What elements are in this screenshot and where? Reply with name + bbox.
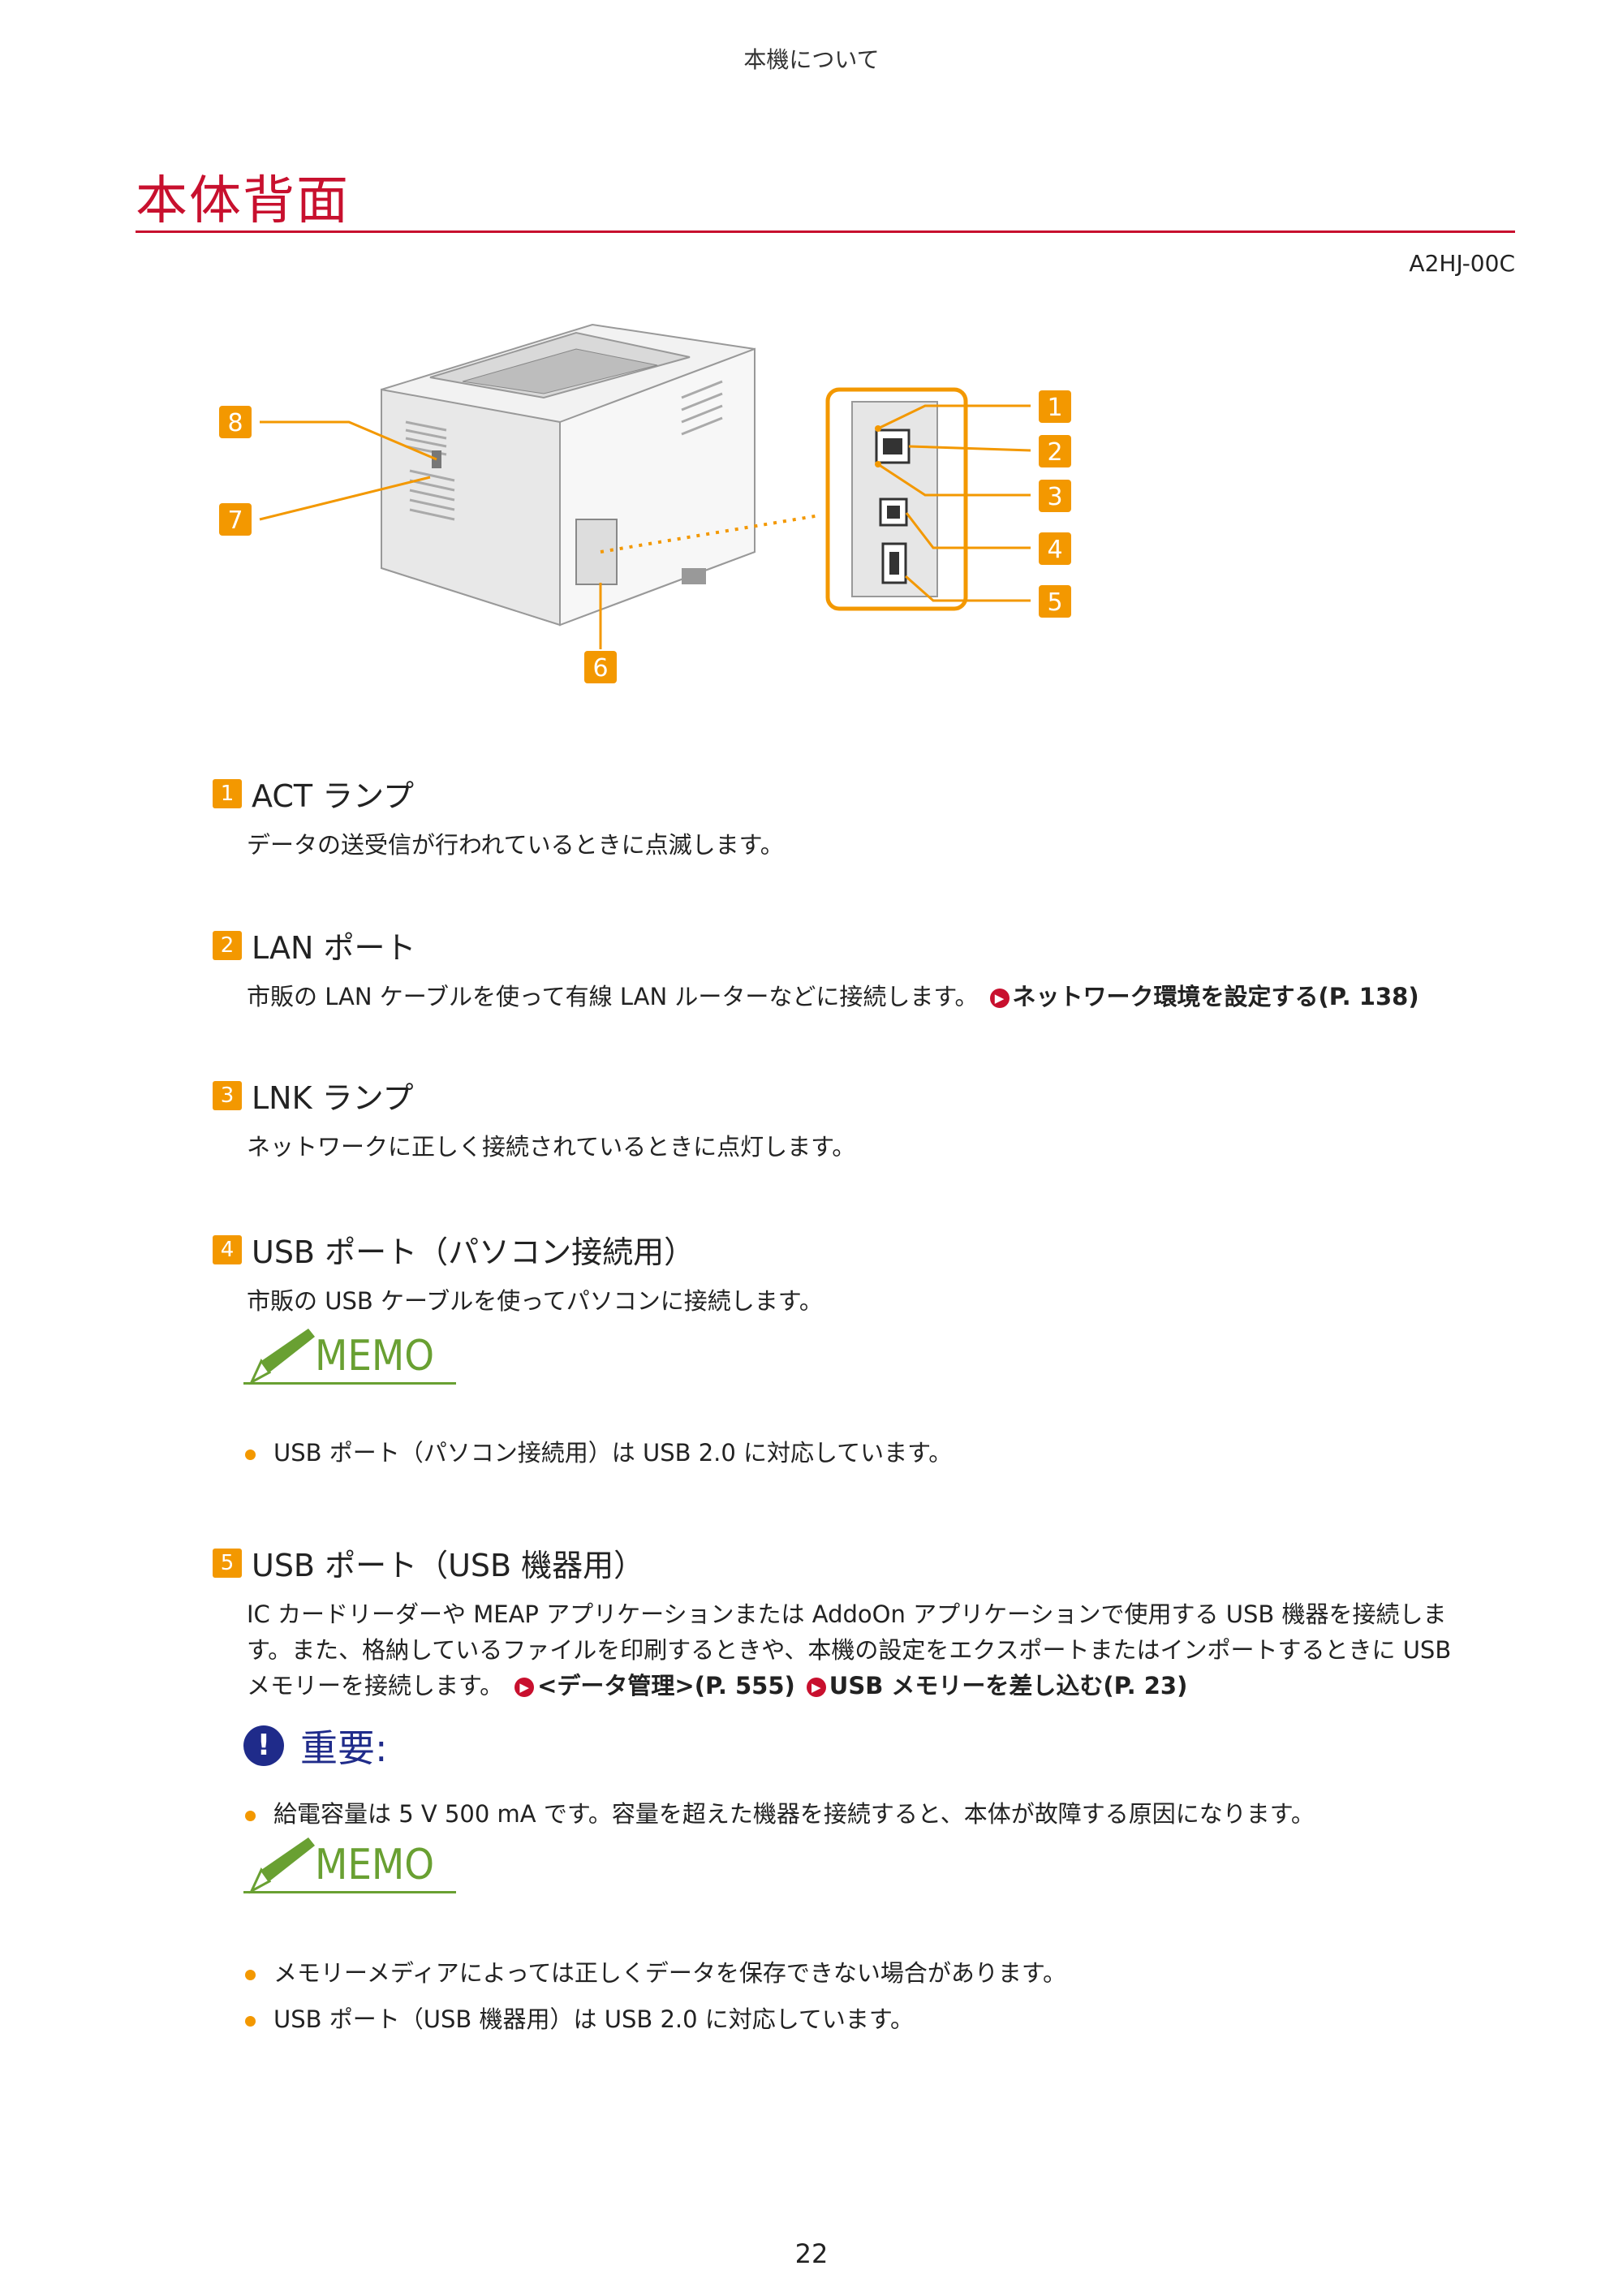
memo-box-2: MEMO bbox=[243, 1836, 487, 1901]
section-usb-pc: 4 USB ポート（パソコン接続用） 市販の USB ケーブルを使ってパソコンに接… bbox=[213, 1227, 1527, 1319]
memo-box-1: MEMO bbox=[243, 1327, 487, 1392]
callout-3-label: 3 bbox=[1047, 483, 1062, 511]
pencil-icon bbox=[248, 1329, 315, 1385]
callout-1 bbox=[1039, 390, 1071, 423]
network-setup-link[interactable]: ネットワーク環境を設定する(P. 138) bbox=[1012, 983, 1419, 1010]
memo-label: MEMO bbox=[315, 1332, 435, 1381]
callout-3 bbox=[1039, 480, 1071, 512]
body-line-2: す。また、格納しているファイルを印刷するときや、本機の設定をエクスポートまたはイ… bbox=[247, 1636, 1452, 1664]
heading-text: LAN ポート bbox=[252, 930, 416, 966]
callout-6-label: 6 bbox=[592, 654, 608, 683]
link-arrow-icon: ▶ bbox=[989, 989, 1010, 1008]
pencil-icon bbox=[248, 1837, 315, 1894]
memo-2-text-1: メモリーメディアによっては正しくデータを保存できない場合があります。 bbox=[273, 1959, 1067, 1987]
heading-text: USB ポート（USB 機器用） bbox=[252, 1548, 645, 1583]
memo-2-text-2: USB ポート（USB 機器用）は USB 2.0 に対応しています。 bbox=[273, 2005, 915, 2033]
body-line-3: メモリーを接続します。 bbox=[247, 1672, 504, 1699]
doc-code: A2HJ-00C bbox=[1409, 250, 1515, 277]
callout-5 bbox=[1039, 585, 1071, 618]
heading-text: USB ポート（パソコン接続用） bbox=[252, 1234, 695, 1270]
port-detail-frame bbox=[825, 387, 968, 611]
printer-illustration bbox=[381, 323, 756, 627]
callout-2 bbox=[1039, 435, 1071, 467]
section-body: ネットワークに正しく接続されているときに点灯します。 bbox=[247, 1133, 856, 1161]
section-heading: 5 USB ポート（USB 機器用） bbox=[213, 1540, 1527, 1585]
bullet-dot bbox=[245, 1810, 256, 1821]
section-usb-device: 5 USB ポート（USB 機器用） IC カードリーダーや MEAP アプリケー… bbox=[213, 1540, 1527, 1704]
link-arrow-icon: ▶ bbox=[806, 1678, 826, 1697]
section-body: IC カードリーダーや MEAP アプリケーションまたは AddoOn アプリケ… bbox=[247, 1596, 1527, 1704]
memo-1-text: USB ポート（パソコン接続用）は USB 2.0 に対応しています。 bbox=[273, 1439, 953, 1467]
callout-7 bbox=[219, 503, 252, 536]
body-line-1: IC カードリーダーや MEAP アプリケーションまたは AddoOn アプリケ… bbox=[247, 1600, 1447, 1628]
callout-7-label: 7 bbox=[227, 506, 243, 535]
section-heading: 2 LAN ポート bbox=[213, 923, 1527, 967]
callout-5-label: 5 bbox=[1047, 588, 1062, 617]
callout-4 bbox=[1039, 532, 1071, 565]
page-number: 22 bbox=[794, 2238, 829, 2269]
section-body: 市販の USB ケーブルを使ってパソコンに接続します。 bbox=[247, 1287, 823, 1315]
bullet-dot bbox=[245, 1449, 256, 1460]
usb-memory-link[interactable]: USB メモリーを差し込む(P. 23) bbox=[829, 1672, 1188, 1699]
bullet-dot bbox=[245, 2015, 256, 2027]
memo-underline bbox=[243, 1891, 456, 1893]
callout-1-label: 1 bbox=[1047, 394, 1062, 422]
page-title: 本体背面 bbox=[136, 171, 350, 231]
title-rule bbox=[136, 230, 1515, 233]
memo-label: MEMO bbox=[315, 1841, 435, 1889]
section-heading: 1 ACT ランプ bbox=[213, 771, 1527, 816]
memo-2-item-2: USB ポート（USB 機器用）は USB 2.0 に対応しています。 bbox=[245, 2001, 914, 2035]
body-text: 市販の LAN ケーブルを使って有線 LAN ルーターなどに接続します。 bbox=[247, 983, 979, 1010]
bullet-dot bbox=[245, 1969, 256, 1980]
section-heading: 4 USB ポート（パソコン接続用） bbox=[213, 1227, 1527, 1272]
callout-8 bbox=[219, 406, 252, 438]
memo-underline bbox=[243, 1382, 456, 1385]
callout-4-label: 4 bbox=[1047, 536, 1062, 564]
number-badge: 2 bbox=[213, 930, 242, 960]
data-management-link[interactable]: <データ管理>(P. 555) bbox=[537, 1672, 795, 1699]
section-lan-port: 2 LAN ポート 市販の LAN ケーブルを使って有線 LAN ルーターなどに接… bbox=[213, 923, 1527, 1014]
section-body: データの送受信が行われているときに点滅します。 bbox=[247, 831, 784, 859]
section-heading: 3 LNK ランプ bbox=[213, 1073, 1527, 1118]
exclamation-icon: ! bbox=[243, 1725, 284, 1766]
link-arrow-icon: ▶ bbox=[514, 1678, 535, 1697]
important-box: ! 重要: bbox=[243, 1719, 388, 1773]
memo-2-item-1: メモリーメディアによっては正しくデータを保存できない場合があります。 bbox=[245, 1954, 1066, 1988]
memo-1-item: USB ポート（パソコン接続用）は USB 2.0 に対応しています。 bbox=[245, 1434, 952, 1468]
chapter-header: 本機について bbox=[743, 46, 880, 73]
callout-8-label: 8 bbox=[227, 409, 243, 437]
section-act-lamp: 1 ACT ランプ データの送受信が行われているときに点滅します。 bbox=[213, 771, 1527, 863]
number-badge: 4 bbox=[213, 1234, 242, 1264]
heading-text: LNK ランプ bbox=[252, 1080, 414, 1116]
callout-2-label: 2 bbox=[1047, 438, 1062, 467]
callout-6 bbox=[584, 651, 617, 683]
section-body: 市販の LAN ケーブルを使って有線 LAN ルーターなどに接続します。 ▶ネット… bbox=[247, 979, 1527, 1014]
number-badge: 5 bbox=[213, 1548, 242, 1578]
number-badge: 3 bbox=[213, 1080, 242, 1110]
heading-text: ACT ランプ bbox=[252, 778, 415, 814]
section-lnk-lamp: 3 LNK ランプ ネットワークに正しく接続されているときに点灯します。 bbox=[213, 1073, 1527, 1165]
important-label: 重要: bbox=[300, 1726, 388, 1770]
important-text: 給電容量は 5 V 500 mA です。容量を超えた機器を接続すると、本体が故障… bbox=[273, 1800, 1315, 1828]
printer-rear-figure: 1 2 3 4 5 6 7 8 bbox=[219, 323, 1071, 683]
important-item: 給電容量は 5 V 500 mA です。容量を超えた機器を接続すると、本体が故障… bbox=[245, 1795, 1315, 1829]
number-badge: 1 bbox=[213, 778, 242, 808]
